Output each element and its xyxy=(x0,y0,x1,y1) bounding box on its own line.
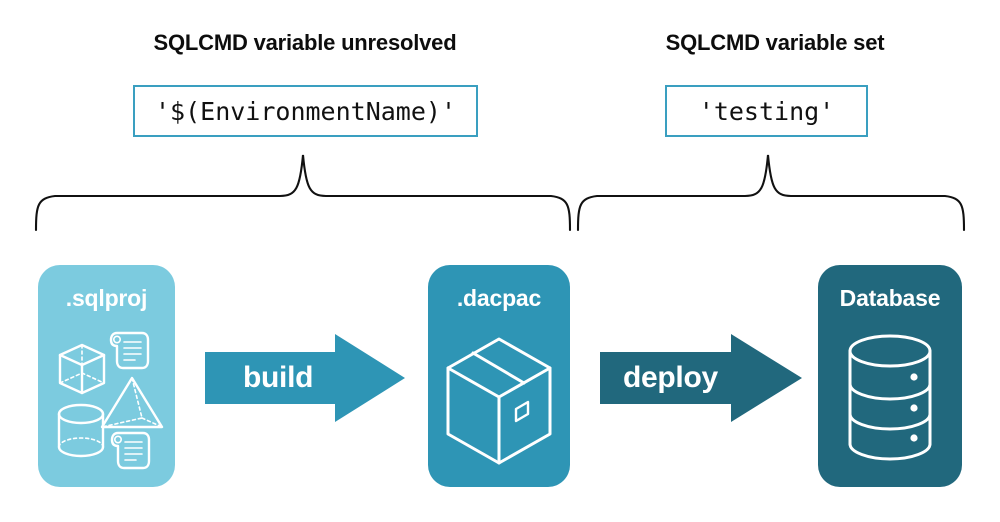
arrow-deploy-shape xyxy=(600,334,802,422)
database-cylinder-icon xyxy=(848,334,932,461)
code-box-unresolved: '$(EnvironmentName)' xyxy=(133,85,478,137)
arrow-build-label: build xyxy=(243,361,314,394)
card-dacpac[interactable]: .dacpac xyxy=(428,265,570,487)
scroll-icon xyxy=(109,331,150,370)
arrow-build-shape xyxy=(205,334,405,422)
pyramid-icon xyxy=(100,376,164,429)
card-database-label: Database xyxy=(839,285,941,311)
project-shapes-icon xyxy=(57,331,164,470)
scroll-icon xyxy=(110,431,151,470)
code-box-set: 'testing' xyxy=(665,85,868,137)
card-database[interactable]: Database xyxy=(818,265,962,487)
arrow-deploy xyxy=(600,334,802,422)
brace-set xyxy=(576,154,966,232)
section-heading-set: SQLCMD variable set xyxy=(665,30,885,55)
card-dacpac-label: .dacpac xyxy=(456,285,542,311)
card-sqlproj[interactable]: .sqlproj xyxy=(38,265,175,487)
arrow-deploy-label: deploy xyxy=(623,361,718,394)
brace-unresolved xyxy=(34,154,572,232)
section-heading-unresolved: SQLCMD variable unresolved xyxy=(153,30,457,55)
card-sqlproj-label: .sqlproj xyxy=(65,285,148,311)
package-box-icon xyxy=(446,337,552,465)
arrow-build xyxy=(205,334,405,422)
wireframe-cube-icon xyxy=(58,343,106,395)
cylinder-icon xyxy=(57,403,105,458)
